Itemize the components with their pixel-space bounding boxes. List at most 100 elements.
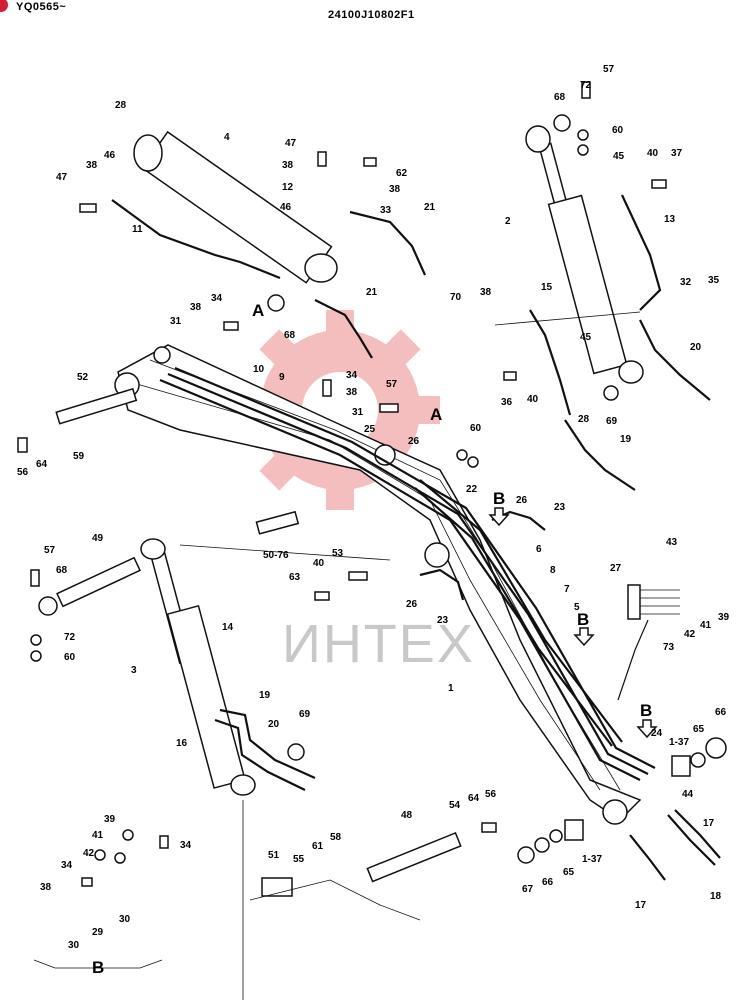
label-30-right: 30 [119, 914, 131, 925]
label-68-mid: 68 [284, 330, 296, 341]
arm-cylinder-rod-eye [304, 253, 338, 283]
boom-cylinder [140, 538, 391, 1000]
pin-52 [55, 387, 138, 425]
header-badge [0, 0, 8, 12]
bucket-cylinder-rod-eye [525, 125, 551, 153]
bolt-37 [651, 179, 667, 189]
label-47-top: 47 [285, 138, 297, 149]
label-58: 58 [330, 832, 342, 843]
bushing-1-37-right [671, 755, 691, 777]
bolt-47-left [79, 203, 97, 213]
washer-60-top-b [577, 144, 589, 156]
label-20-right: 20 [690, 342, 702, 353]
label-38-mid: 38 [346, 387, 358, 398]
label-10: 10 [253, 364, 265, 375]
boom-cylinder-pipe-19 [219, 708, 316, 780]
label-68-left: 68 [56, 565, 68, 576]
bucket-cylinder-pipe-15 [529, 309, 572, 416]
label-67: 67 [522, 884, 534, 895]
label-60-left: 60 [64, 652, 76, 663]
label-31-mid: 31 [352, 407, 364, 418]
label-2: 2 [505, 216, 511, 227]
label-69-right: 69 [606, 416, 618, 427]
bolt-57-top [581, 81, 591, 99]
bolt-57-mid [379, 403, 399, 413]
label-60-mid: 60 [470, 423, 482, 434]
washers [30, 114, 727, 864]
label-41-b: 41 [92, 830, 104, 841]
bolt-47-top [317, 151, 327, 167]
label-6: 6 [536, 544, 542, 555]
hose-23-lower [419, 568, 465, 601]
bucket-cylinder [494, 125, 711, 491]
washer-60-left-b [30, 650, 42, 662]
serial-range: YQ0565~ [16, 1, 67, 13]
label-65-right: 65 [693, 724, 705, 735]
label-49: 49 [92, 533, 104, 544]
label-44: 44 [682, 789, 694, 800]
washer-60-mid-a [456, 449, 468, 461]
label-48: 48 [401, 810, 413, 821]
label-24: 24 [651, 728, 663, 739]
label-29: 29 [92, 927, 104, 938]
washer-67 [517, 846, 535, 864]
line-9 [167, 372, 649, 775]
line-10 [159, 378, 641, 781]
label-32: 32 [680, 277, 692, 288]
line-7 [419, 479, 623, 743]
label-16: 16 [176, 738, 188, 749]
label-40-right: 40 [527, 394, 539, 405]
label-60-top: 60 [612, 125, 624, 136]
label-40-top: 40 [647, 148, 659, 159]
label-64-bottom: 64 [468, 793, 480, 804]
label-34-b-left: 34 [61, 860, 73, 871]
callout-labels: 1 1-37 1-37 2 3 4 5 6 7 8 9 10 11 12 13 … [17, 64, 730, 977]
bolt-34-mid [322, 379, 332, 397]
label-57-left: 57 [44, 545, 56, 556]
washer-65-right [690, 752, 706, 768]
label-72-top: 72 [580, 80, 592, 91]
label-17-right: 17 [703, 818, 715, 829]
bolt-56-bottom [481, 822, 497, 833]
label-1: 1 [448, 683, 454, 694]
label-19-left: 19 [259, 690, 271, 701]
label-26-upper: 26 [408, 436, 420, 447]
section-b-label: B [92, 958, 104, 977]
boom-hydraulic-lines [159, 366, 656, 781]
label-45-top: 45 [613, 151, 625, 162]
label-3: 3 [131, 665, 137, 676]
arm-cylinder-head [133, 134, 163, 172]
label-56-bottom: 56 [485, 789, 497, 800]
label-46-left: 46 [104, 150, 116, 161]
pointer-line-to-b [617, 619, 649, 701]
label-52: 52 [77, 372, 89, 383]
pin-49 [56, 556, 141, 608]
boom-assembly [114, 344, 642, 825]
label-38-upper: 38 [190, 302, 202, 313]
label-73: 73 [663, 642, 675, 653]
ref-a-upper: A [252, 301, 264, 320]
washer-65-bottom [549, 829, 563, 843]
label-13: 13 [664, 214, 676, 225]
label-5: 5 [574, 602, 580, 613]
label-36: 36 [501, 397, 513, 408]
label-28-right: 28 [578, 414, 590, 425]
arm-cylinder [111, 130, 338, 284]
bucket-cylinder-tube [547, 194, 628, 375]
line-6 [414, 487, 613, 747]
bolt-53 [348, 571, 368, 581]
washer-68-left [38, 596, 58, 616]
washer-66-bottom [534, 837, 550, 853]
label-61: 61 [312, 841, 324, 852]
label-34-upper: 34 [211, 293, 223, 304]
label-17-bottom: 17 [635, 900, 647, 911]
label-42-right: 42 [684, 629, 696, 640]
pin-48 [366, 831, 462, 883]
label-51: 51 [268, 850, 280, 861]
label-34-mid: 34 [346, 370, 358, 381]
arm-cylinder-pipe-11 [111, 199, 281, 280]
label-45-right: 45 [580, 332, 592, 343]
drawing-number: 24100J10802F1 [328, 9, 415, 21]
label-72-left: 72 [64, 632, 76, 643]
hose-17-right [667, 814, 716, 866]
